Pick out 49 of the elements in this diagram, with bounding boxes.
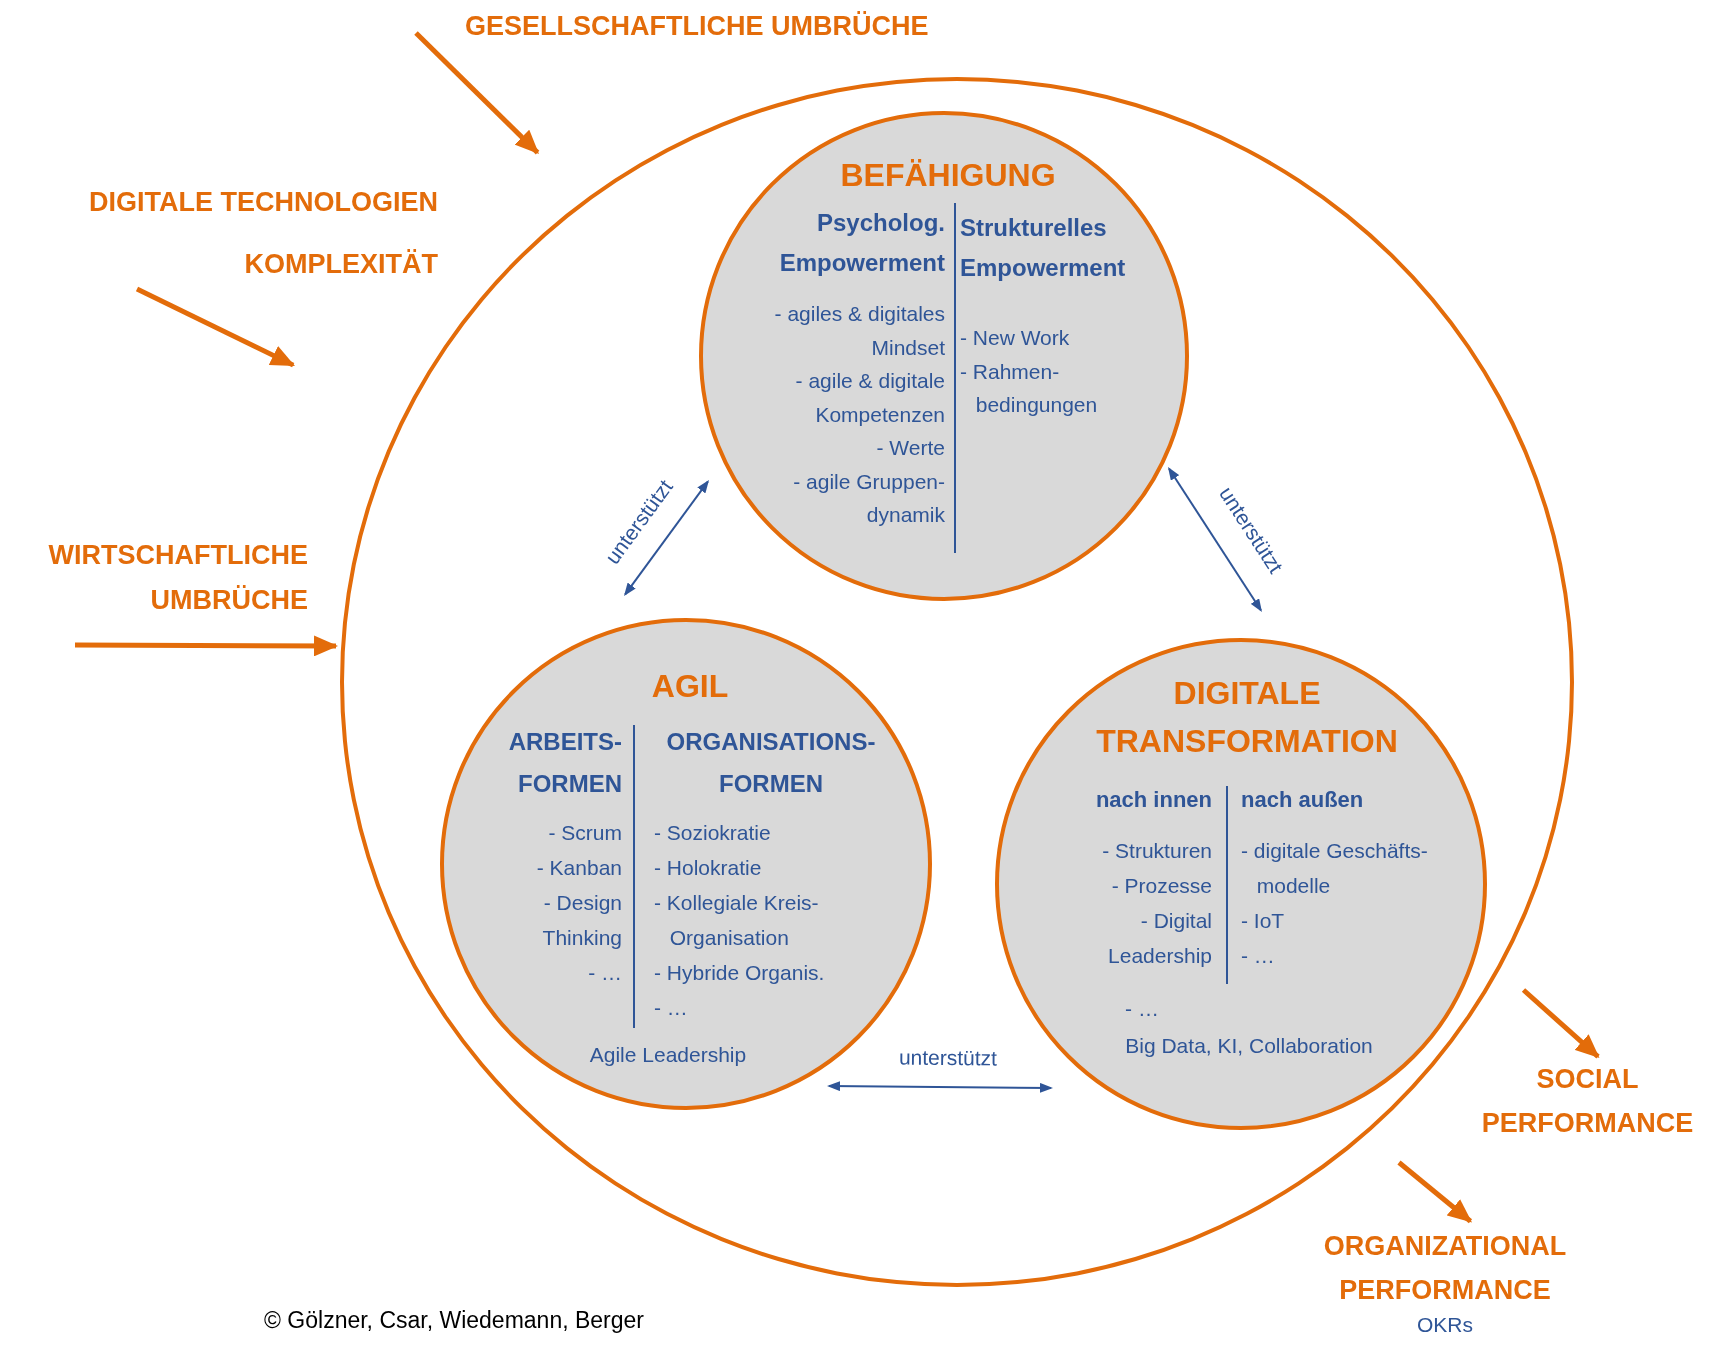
copyright-note: © Gölzner, Csar, Wiedemann, Berger <box>264 1306 644 1335</box>
list-item: - Werte <box>875 435 945 461</box>
influence-label: KOMPLEXITÄT <box>244 248 438 281</box>
influence-label: WIRTSCHAFTLICHE UMBRÜCHE <box>47 539 308 617</box>
footer-text: Agile Leadership <box>588 1042 748 1068</box>
list-item: - agile Gruppen- dynamik <box>792 468 945 528</box>
arrow <box>1397 1160 1473 1224</box>
column-heading: Psycholog. Empowerment <box>778 208 945 278</box>
list-item: - Design Thinking <box>541 890 622 951</box>
circle-title: BEFÄHIGUNG <box>839 156 1057 195</box>
arrow <box>135 286 295 368</box>
column-heading: ORGANISATIONS- FORMEN <box>665 727 877 799</box>
list-item: - Hybride Organis. <box>653 960 826 986</box>
list-item: - Rahmen- bedingungen <box>960 358 1099 418</box>
footer-text: - … <box>1124 996 1160 1022</box>
list-item: - Strukturen <box>1101 838 1212 864</box>
list-item: - digitale Geschäfts- modelle <box>1241 838 1429 899</box>
column-heading: ARBEITS- FORMEN <box>507 727 622 799</box>
sub-label: OKRs <box>1417 1312 1473 1338</box>
list-item: - IoT <box>1241 908 1286 934</box>
footer-text: Big Data, KI, Collaboration <box>1124 1033 1374 1059</box>
column-heading: Strukturelles Empowerment <box>960 213 1127 283</box>
arrow <box>414 31 540 155</box>
list-item: - Holokratie <box>653 855 763 881</box>
list-item: - agile & digitale Kompetenzen <box>794 368 945 428</box>
list-item: - … <box>1241 943 1276 969</box>
list-item: - … <box>653 995 689 1021</box>
arrow <box>75 635 338 657</box>
circle-title: AGIL <box>650 667 730 706</box>
list-item: - Soziokratie <box>653 820 772 846</box>
list-item: - Scrum <box>547 820 622 846</box>
arrow <box>1521 988 1600 1059</box>
list-item: - Prozesse <box>1110 873 1212 899</box>
list-item: - New Work <box>960 325 1071 351</box>
influence-label: ORGANIZATIONAL PERFORMANCE <box>1322 1230 1568 1307</box>
influence-label: GESELLSCHAFTLICHE UMBRÜCHE <box>465 10 929 43</box>
double-arrow <box>827 1081 1053 1093</box>
circle-title: DIGITALE TRANSFORMATION <box>1095 674 1399 761</box>
influence-label: DIGITALE TECHNOLOGIEN <box>89 186 438 219</box>
column-heading: nach außen <box>1241 786 1365 814</box>
influence-label: SOCIAL PERFORMANCE <box>1480 1063 1695 1140</box>
double-arrow <box>1168 467 1262 612</box>
list-item: - … <box>587 960 622 986</box>
list-item: - Digital Leadership <box>1107 908 1212 969</box>
column-heading: nach innen <box>1094 786 1212 814</box>
list-item: - Kollegiale Kreis- Organisation <box>653 890 820 951</box>
double-arrow <box>624 480 709 596</box>
list-item: - agiles & digitales Mindset <box>773 301 945 361</box>
list-item: - Kanban <box>535 855 622 881</box>
